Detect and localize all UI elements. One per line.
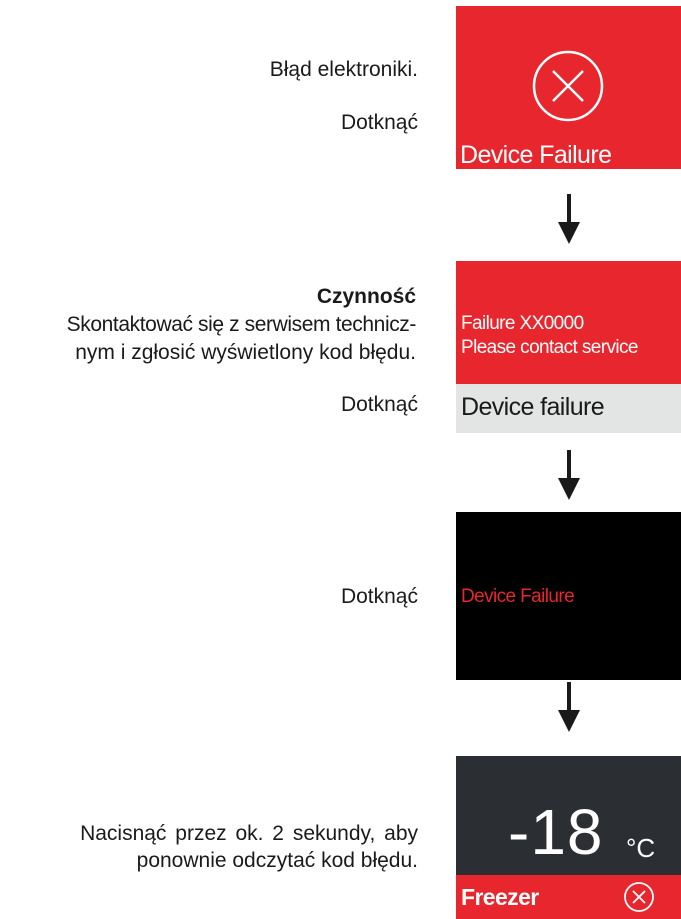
- x-circle-icon[interactable]: [623, 881, 655, 913]
- step1-caption: Błąd elektroniki.: [269, 58, 418, 81]
- step2-contact-service: Please contact service: [461, 337, 639, 358]
- step2-body-line1: Skontaktować się z serwisem technicz-: [66, 313, 417, 336]
- step2-device-failure-bar[interactable]: Device failure: [456, 384, 681, 433]
- step4-caption-line2: ponownie odczytać kod błędu.: [136, 849, 418, 872]
- temperature-value: -18: [508, 796, 604, 868]
- step2-panel-footer: Device failure: [461, 393, 605, 421]
- step4-caption-line1: Nacisnąć przez ok. 2 sekundy, aby: [80, 822, 418, 845]
- step3-touch-instruction: Dotknąć: [340, 585, 418, 608]
- step1-panel-title: Device Failure: [460, 141, 612, 169]
- step2-heading: Czynność: [316, 285, 416, 308]
- x-circle-icon: [532, 50, 604, 122]
- step4-freezer-screen[interactable]: -18 °C Freezer: [456, 756, 681, 919]
- step3-black-screen[interactable]: Device Failure: [456, 512, 681, 680]
- freezer-zone-bar[interactable]: Freezer: [456, 875, 681, 919]
- temperature-unit: °C: [626, 833, 656, 863]
- step2-failure-code: Failure XX0000: [461, 313, 584, 334]
- step3-panel-text: Device Failure: [461, 586, 575, 607]
- step1-device-failure-screen[interactable]: Device Failure: [456, 6, 681, 169]
- freezer-zone-label: Freezer: [461, 884, 539, 910]
- step2-body-line2: nym i zgłosić wyświetlony kod błędu.: [75, 341, 416, 364]
- step2-touch-instruction: Dotknąć: [340, 393, 418, 416]
- step1-touch-instruction: Dotknąć: [340, 111, 418, 134]
- step2-failure-code-screen[interactable]: Failure XX0000 Please contact service: [456, 261, 681, 384]
- arrow-down-icon: [558, 682, 580, 732]
- arrow-down-icon: [558, 450, 580, 500]
- arrow-down-icon: [558, 194, 580, 244]
